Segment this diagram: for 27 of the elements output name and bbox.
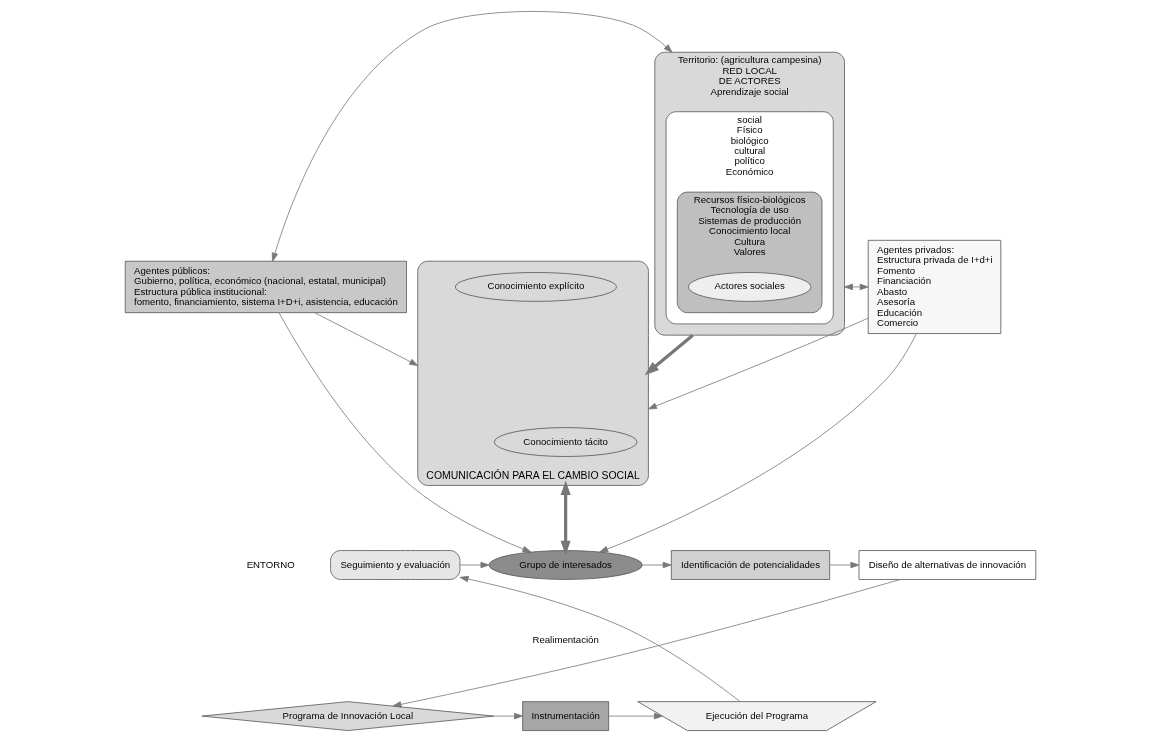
node-box: Seguimiento y evaluación bbox=[330, 550, 461, 580]
node-ellipse: Grupo de interesados bbox=[488, 550, 643, 580]
arrow bbox=[392, 579, 901, 708]
arrow bbox=[829, 561, 860, 569]
node-box: Instrumentación bbox=[522, 701, 610, 731]
arrow bbox=[844, 283, 869, 291]
arrow bbox=[641, 561, 672, 569]
arrow bbox=[459, 561, 490, 569]
node-ellipse: Conocimiento tácito bbox=[493, 427, 638, 457]
node-box: Agentes públicos: Gubierno, política, económico (nacional, estatal, municipal) Estructura pública institucional: fomento, financiamiento, sistema I+D+i, asistencia, educación bbox=[124, 260, 407, 314]
arrow bbox=[493, 712, 523, 720]
arrow bbox=[560, 480, 571, 556]
node-box: Agentes privados: Estructura privada de I+d+i Fomento Financiación Abasto Asesoría Educación Comercio bbox=[867, 239, 1002, 334]
arrow bbox=[314, 312, 419, 366]
arrow bbox=[599, 333, 917, 553]
arrow bbox=[271, 11, 673, 262]
arrow bbox=[648, 317, 869, 410]
node-ellipse: Actores sociales bbox=[687, 272, 812, 302]
node-box: Diseño de alternativas de innovación bbox=[858, 550, 1037, 580]
arrow bbox=[278, 312, 532, 553]
arrow bbox=[644, 333, 694, 376]
label: ENTORNO bbox=[246, 558, 295, 570]
node-box: Identificación de potencialidades bbox=[670, 550, 831, 580]
node-ellipse: Conocimiento explícito bbox=[455, 272, 617, 302]
arrow bbox=[608, 712, 663, 720]
label: Realimentación bbox=[532, 634, 599, 646]
arrow bbox=[459, 575, 741, 702]
